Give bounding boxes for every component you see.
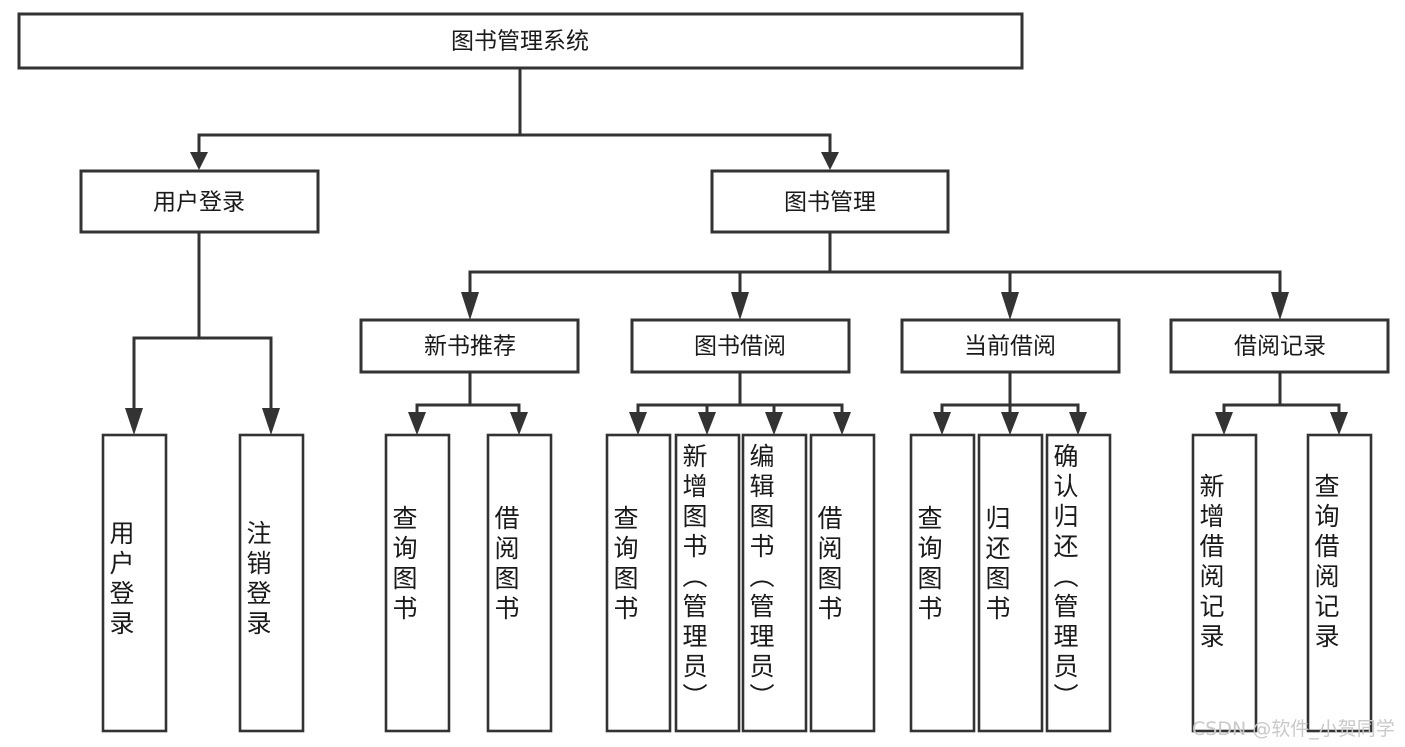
arrow-head-icon — [1001, 292, 1019, 320]
leaf-box[interactable] — [674, 433, 741, 733]
arrow-head-icon — [833, 412, 851, 435]
current-borrow-label: 当前借阅 — [964, 334, 1056, 360]
current-borrow-box[interactable] — [900, 318, 1121, 374]
arrow-head-icon — [731, 292, 749, 320]
arrow-head-icon — [698, 412, 716, 435]
user-login-label: 用户登录 — [153, 190, 245, 216]
arrow-head-icon — [190, 152, 208, 170]
new-book-recommend-box[interactable] — [359, 318, 580, 374]
arrow-head-icon — [1069, 412, 1087, 435]
arrow-head-icon — [821, 152, 839, 170]
node-root[interactable]: 图书管理系统 — [17, 12, 1024, 70]
node-book-management[interactable]: 图书管理 — [710, 169, 950, 234]
watermark-text: CSDN @软件_小贺同学 — [1192, 718, 1395, 740]
arrow-head-icon — [510, 412, 528, 435]
connector-user-login-to-leaves — [125, 230, 280, 435]
borrow-record-label: 借阅记录 — [1234, 334, 1326, 360]
connector-current-borrow-to-leaves — [933, 370, 1087, 435]
leaf-box[interactable] — [1191, 433, 1258, 733]
user-login-box[interactable] — [79, 169, 320, 234]
leaf-box[interactable] — [1306, 433, 1373, 733]
node-new-book-recommend[interactable]: 新书推荐 — [359, 318, 580, 374]
leaf-box[interactable] — [486, 433, 553, 733]
connector-root-to-level1 — [190, 66, 839, 170]
leaf-box[interactable] — [909, 433, 976, 733]
arrow-head-icon — [125, 408, 143, 435]
root-box[interactable] — [17, 12, 1024, 70]
arrow-head-icon — [262, 408, 280, 435]
arrow-head-icon — [1330, 412, 1348, 435]
connector-book-borrow-to-leaves — [629, 370, 851, 435]
arrow-head-icon — [629, 412, 647, 435]
book-management-label: 图书管理 — [784, 190, 876, 216]
leaf-box[interactable] — [1045, 433, 1112, 733]
root-label: 图书管理系统 — [451, 29, 589, 55]
leaf-box[interactable] — [605, 433, 672, 733]
leaf-box[interactable] — [741, 433, 808, 733]
node-borrow-record[interactable]: 借阅记录 — [1169, 318, 1390, 374]
arrow-head-icon — [461, 292, 479, 320]
arrow-head-icon — [765, 412, 783, 435]
arrow-head-icon — [1271, 292, 1289, 320]
new-book-recommend-label: 新书推荐 — [424, 334, 516, 360]
arrow-head-icon — [1001, 412, 1019, 435]
node-book-borrow[interactable]: 图书借阅 — [630, 318, 851, 374]
node-current-borrow[interactable]: 当前借阅 — [900, 318, 1121, 374]
leaf-box[interactable] — [101, 433, 168, 733]
arrow-head-icon — [408, 412, 426, 435]
node-user-login[interactable]: 用户登录 — [79, 169, 320, 234]
connector-book-management-to-level2 — [461, 230, 1289, 320]
leaf-box[interactable] — [238, 433, 305, 733]
leaf-box[interactable] — [384, 433, 451, 733]
leaf-box[interactable] — [809, 433, 876, 733]
arrow-head-icon — [933, 412, 951, 435]
arrow-head-icon — [1215, 412, 1233, 435]
connector-borrow-record-to-leaves — [1215, 370, 1348, 435]
book-borrow-label: 图书借阅 — [694, 334, 786, 360]
connector-new-book-recommend-to-leaves — [408, 370, 528, 435]
leaf-box[interactable] — [977, 433, 1044, 733]
